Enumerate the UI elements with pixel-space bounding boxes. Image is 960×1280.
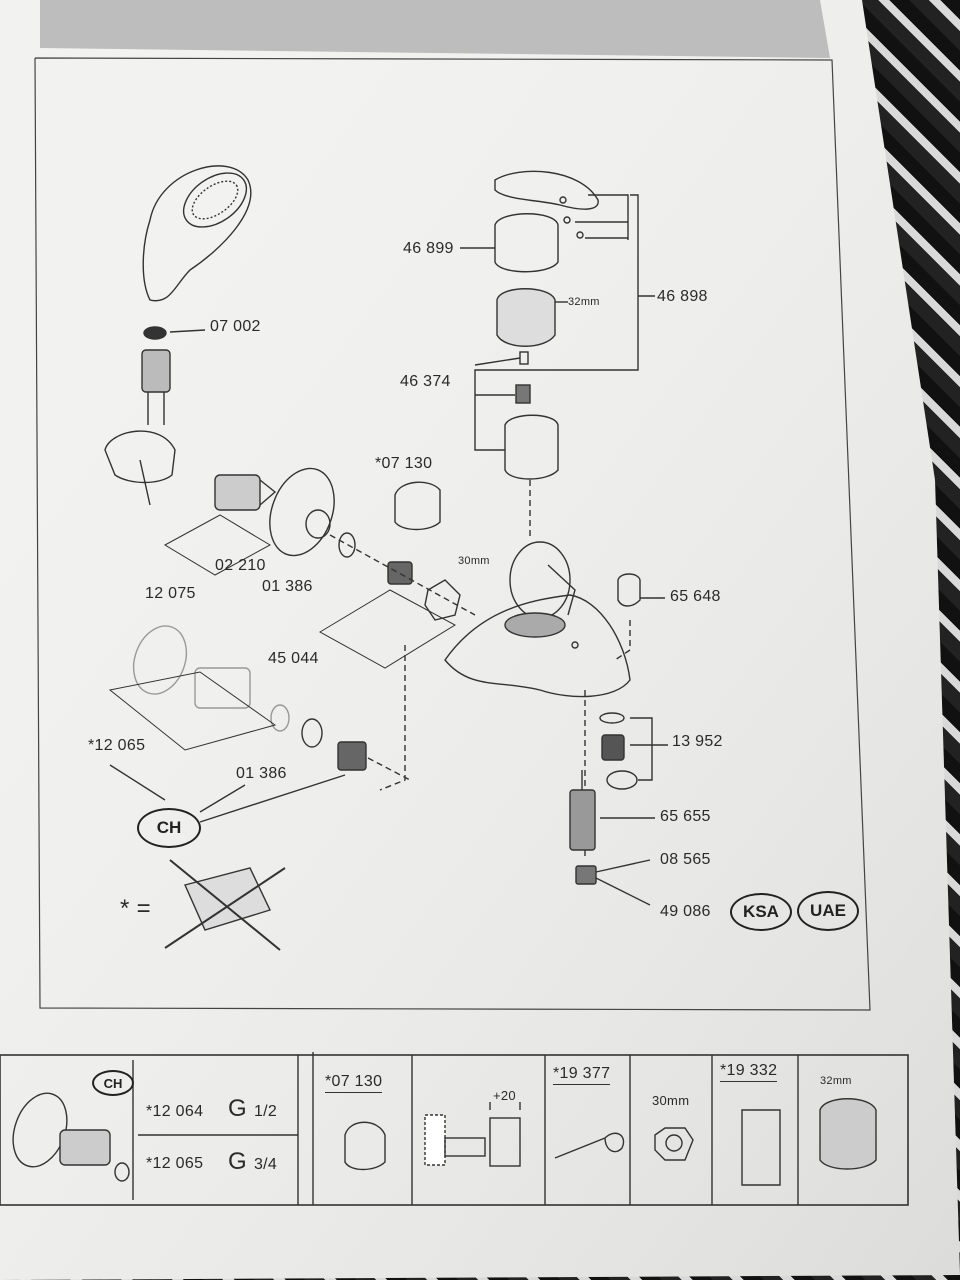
table-code-12065: *12 065	[146, 1155, 204, 1172]
dim-label-30mm: 30mm	[458, 555, 490, 567]
table-code-07130: *07 130	[325, 1073, 383, 1093]
ch-badge: CH	[137, 808, 201, 848]
part-label-65655: 65 655	[660, 808, 711, 825]
table-thread-row2: G 3/4	[228, 1148, 278, 1175]
part-label-12065: *12 065	[88, 737, 146, 754]
part-label-49086: 49 086	[660, 903, 711, 920]
part-label-45044: 45 044	[268, 650, 319, 667]
part-label-01386-lower: 01 386	[236, 765, 287, 782]
table-dim-32mm: 32mm	[820, 1075, 852, 1087]
table-code-19332: *19 332	[720, 1062, 778, 1082]
asterisk-equals: * =	[120, 895, 151, 922]
part-label-07002: 07 002	[210, 318, 261, 335]
table-dim-plus20: +20	[493, 1088, 516, 1103]
table-dim-30mm: 30mm	[652, 1093, 690, 1108]
part-label-46898: 46 898	[657, 288, 708, 305]
part-label-12075: 12 075	[145, 585, 196, 602]
part-label-46374: 46 374	[400, 373, 451, 390]
table-ch-badge: CH	[92, 1070, 134, 1096]
part-label-65648: 65 648	[670, 588, 721, 605]
ksa-badge: KSA	[730, 893, 792, 931]
part-label-46899: 46 899	[403, 240, 454, 257]
table-code-19377: *19 377	[553, 1065, 611, 1085]
part-label-07130: *07 130	[375, 455, 433, 472]
dim-label-32mm: 32mm	[568, 296, 600, 308]
part-label-01386-upper: 01 386	[262, 578, 313, 595]
uae-badge: UAE	[797, 891, 859, 931]
part-label-02210: 02 210	[215, 557, 266, 574]
table-code-12064: *12 064	[146, 1103, 204, 1120]
table-thread-row1: G 1/2	[228, 1095, 278, 1122]
part-label-13952: 13 952	[672, 733, 723, 750]
part-label-08565: 08 565	[660, 851, 711, 868]
